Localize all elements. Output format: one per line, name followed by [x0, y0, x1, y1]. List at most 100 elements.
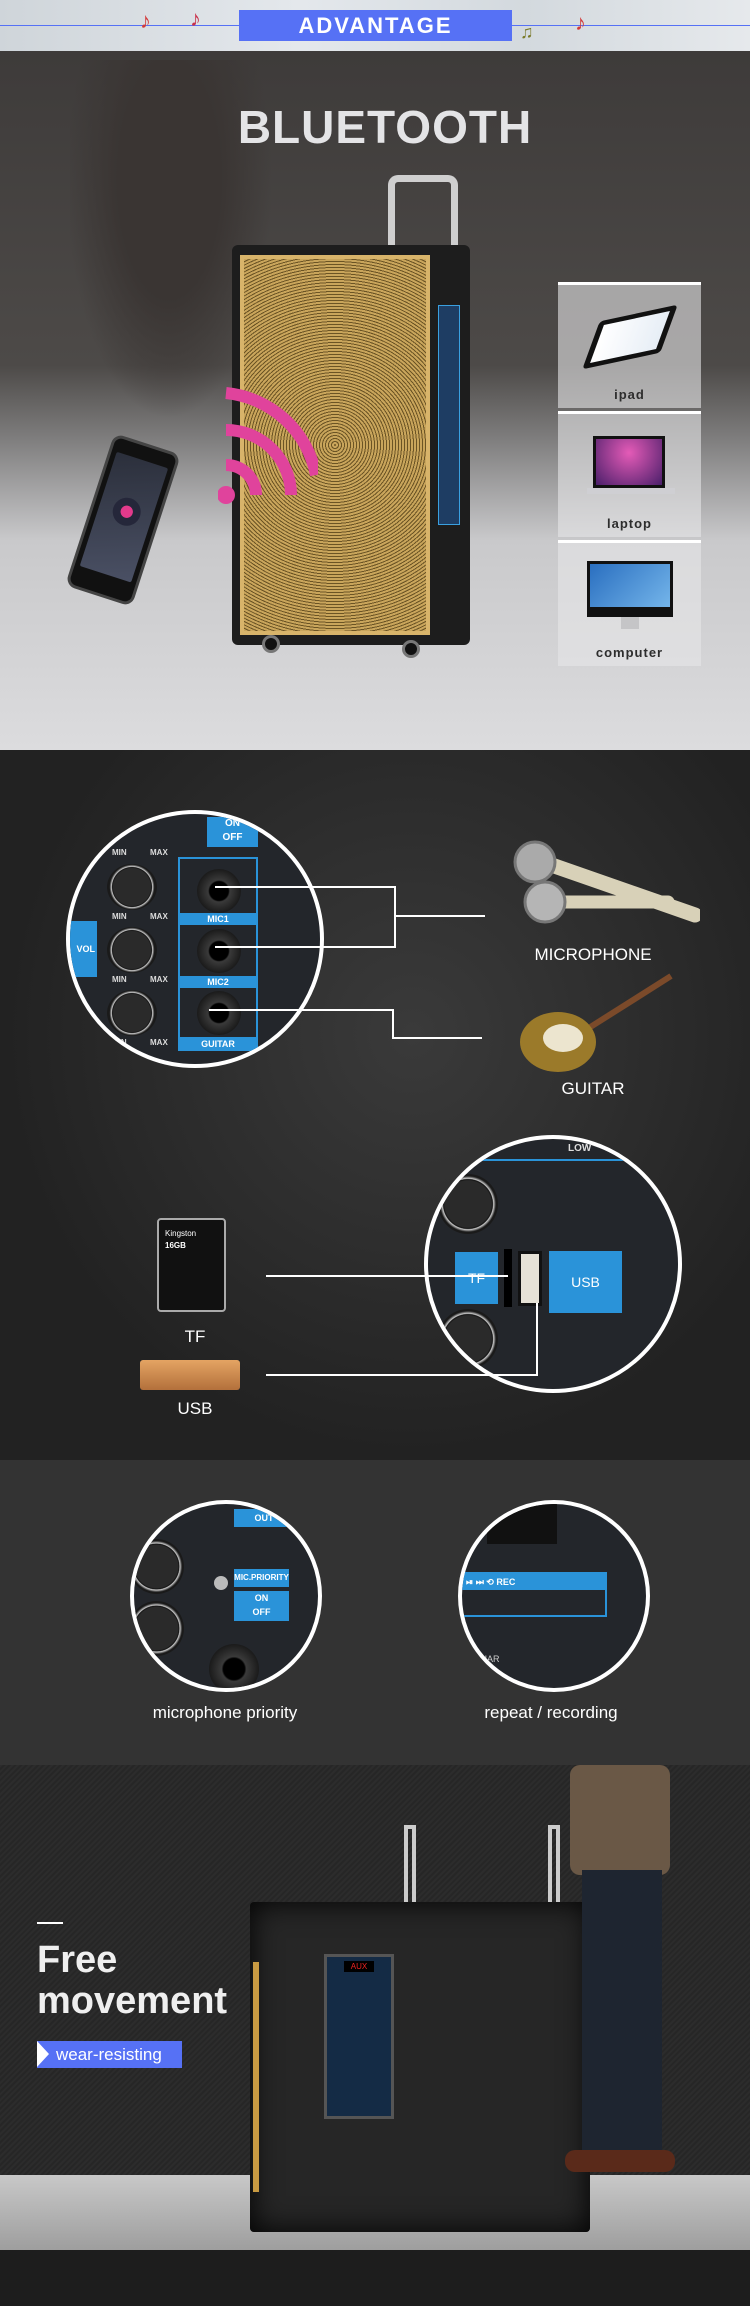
connector-line — [266, 1374, 537, 1376]
connector-line — [215, 946, 395, 948]
microphone-icon — [513, 840, 700, 924]
off-label: OFF — [252, 1607, 271, 1617]
guitar-label: GUITAR — [561, 1079, 625, 1098]
laptop-icon — [583, 432, 676, 502]
usb-label: USB — [177, 1399, 213, 1418]
on-label: ON — [254, 1593, 269, 1603]
wear-resisting-tag: wear-resisting — [37, 2041, 182, 2068]
low-label: LOW — [568, 1143, 592, 1154]
max-label: MAX — [150, 848, 168, 857]
desktop-icon — [583, 561, 676, 631]
mic2-jack — [197, 929, 241, 973]
mic1-jack — [197, 869, 241, 913]
on-off-tag: ON OFF — [207, 817, 258, 847]
rec-label: REC — [496, 1577, 516, 1587]
repeat-recording-label: repeat / recording — [484, 1703, 618, 1722]
person-photo — [560, 1765, 680, 2225]
advantage-header: ♪ ♪ ♫ ♪ ADVANTAGE — [0, 0, 750, 51]
panel-rule — [428, 1159, 678, 1161]
tag-label: wear-resisting — [56, 2045, 162, 2064]
shoes — [565, 2150, 675, 2172]
knob — [134, 1601, 184, 1656]
min-label: MIN — [112, 912, 127, 921]
speaker-photo: AUX — [250, 1902, 590, 2232]
off-label: OFF — [222, 832, 243, 843]
min-label: MIN — [112, 975, 127, 984]
knob — [438, 1309, 498, 1369]
mic-priority-closeup: OUT MIC.PRIORITY ON OFF — [130, 1500, 322, 1692]
mic1-tag: MIC1 — [178, 913, 258, 925]
connector-line — [395, 915, 485, 917]
connector-line — [392, 1009, 394, 1039]
wheel — [402, 640, 420, 658]
sweater — [570, 1765, 670, 1875]
max-label: MAX — [150, 1038, 168, 1047]
tf-slot[interactable] — [504, 1249, 512, 1307]
device-card-laptop: laptop — [558, 411, 701, 537]
led-display — [487, 1504, 557, 1544]
knob — [107, 864, 157, 910]
title-line: movement — [37, 1980, 228, 2022]
gold-trim — [253, 1962, 259, 2192]
trolley-handle — [548, 1825, 560, 1910]
tf-slot-tag: TF — [455, 1252, 498, 1304]
title-line: Free — [37, 1939, 118, 1981]
jack — [209, 1644, 259, 1688]
album-art — [109, 494, 145, 530]
usb-drive-icon — [140, 1360, 240, 1390]
transport-tag: ⏯ ⏭ ⟲ REC — [462, 1574, 605, 1590]
vol-tag: VOL — [70, 921, 97, 977]
on-off-tag: ON OFF — [234, 1591, 289, 1621]
guitar-icon — [520, 973, 673, 1072]
jeans — [582, 1870, 662, 2155]
music-note-icon: ♪ — [190, 6, 201, 31]
trolley-handle — [404, 1825, 416, 1910]
connector-line — [215, 886, 395, 888]
knob — [134, 1539, 184, 1594]
tablet-icon — [582, 303, 678, 373]
control-panel: AUX — [324, 1954, 394, 2119]
device-card-ipad: ipad — [558, 282, 701, 408]
usb-port[interactable] — [518, 1251, 542, 1306]
connector-line — [266, 1275, 508, 1277]
max-label: MAX — [150, 912, 168, 921]
music-note-icon: ♪ — [140, 8, 151, 33]
priority-switch[interactable] — [214, 1576, 228, 1590]
trolley-handle — [388, 175, 458, 255]
char-label: CHAR — [474, 1654, 500, 1664]
min-label: MIN — [112, 1038, 127, 1047]
wireless-signal-icon — [218, 387, 318, 504]
knob — [107, 927, 157, 973]
device-label: computer — [595, 645, 664, 660]
tf-brand: Kingston — [165, 1229, 197, 1238]
mic-priority-tag: MIC.PRIORITY — [234, 1569, 289, 1587]
tf-label: TF — [184, 1327, 206, 1346]
out-tag: OUT — [234, 1509, 294, 1527]
mic-priority-label: microphone priority — [152, 1703, 298, 1722]
connector-line — [209, 1009, 393, 1011]
device-card-computer: computer — [558, 540, 701, 666]
music-note-icon: ♫ — [520, 22, 534, 42]
wheel — [262, 635, 280, 653]
connector-line — [536, 1303, 538, 1376]
min-label: MIN — [112, 848, 127, 857]
led-display: AUX — [344, 1961, 374, 1972]
title-dash — [37, 1922, 63, 1924]
usb-tf-closeup: LOW TF USB — [424, 1135, 682, 1393]
bluetooth-title: BLUETOOTH — [237, 101, 533, 153]
guitar-jack — [197, 991, 241, 1035]
control-panel — [438, 305, 460, 525]
microphone-label: MICROPHONE — [534, 945, 652, 964]
max-label: MAX — [150, 975, 168, 984]
play-arrow-icon — [37, 2041, 49, 2067]
music-note-icon: ♪ — [575, 10, 586, 35]
device-label: ipad — [614, 387, 645, 402]
tf-capacity: 16GB — [165, 1241, 186, 1250]
tf-card-icon: Kingston 16GB — [157, 1218, 226, 1312]
mic-jacks-closeup: ON OFF MIN MAX MIN MAX MIN MAX MIN MAX VO… — [66, 810, 324, 1068]
advantage-badge: ADVANTAGE — [239, 10, 512, 41]
connector-line — [394, 886, 396, 948]
transport-panel: ⏯ ⏭ ⟲ REC — [462, 1572, 607, 1617]
on-label: ON — [225, 818, 240, 829]
